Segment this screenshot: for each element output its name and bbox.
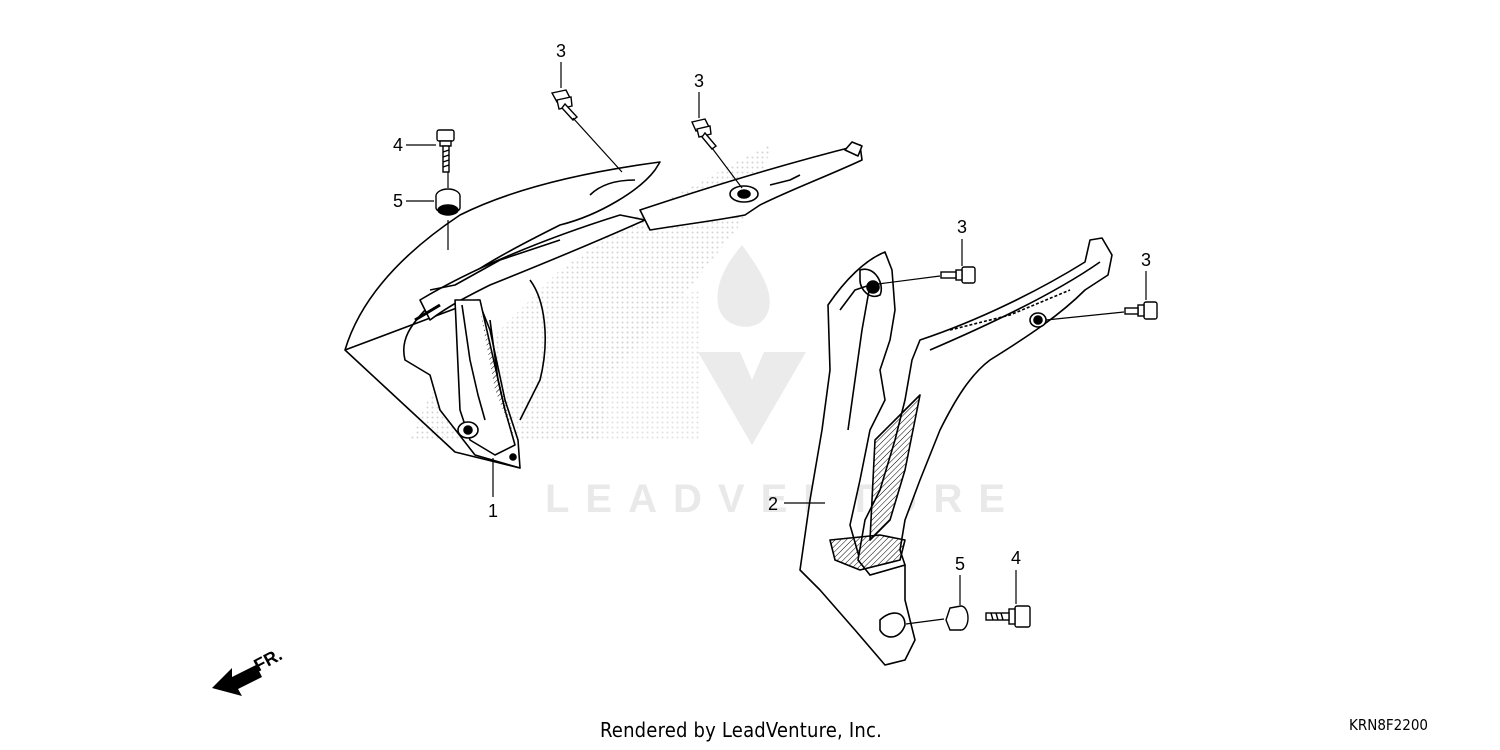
- watermark-flame-icon: [698, 245, 806, 445]
- footer-diagram-code: KRN8F2200: [1349, 716, 1428, 734]
- callout-5-left: 5: [393, 191, 403, 211]
- bolt-3d: [1124, 301, 1158, 320]
- radiator-shroud-left: [344, 141, 863, 469]
- bolt-3b: [691, 118, 718, 150]
- washer-5-right: [945, 605, 969, 631]
- callout-4-right: 4: [1011, 548, 1021, 568]
- footer-rendered-by: Rendered by LeadVenture, Inc.: [600, 718, 882, 742]
- callout-3-top-right: 3: [694, 71, 704, 91]
- bolt-4-left: [436, 129, 455, 173]
- callout-2: 2: [768, 494, 778, 514]
- bolt-3c: [940, 266, 976, 284]
- front-arrow-icon: [212, 665, 262, 696]
- callout-3-top-left: 3: [556, 41, 566, 61]
- callout-1: 1: [488, 501, 498, 521]
- watermark-brand: LEADVENTURE: [545, 477, 1021, 521]
- callout-3-middle: 3: [957, 217, 967, 237]
- callout-5-right: 5: [955, 554, 965, 574]
- callout-3-right: 3: [1141, 250, 1151, 270]
- front-direction-indicator: FR.: [212, 644, 285, 696]
- bolt-4-right: [985, 605, 1031, 628]
- bolt-3a: [550, 89, 579, 121]
- leader-lines: [406, 62, 1147, 625]
- washer-5-left: [435, 188, 461, 216]
- callout-4-left: 4: [393, 135, 403, 155]
- radiator-shroud-right: [799, 237, 1113, 666]
